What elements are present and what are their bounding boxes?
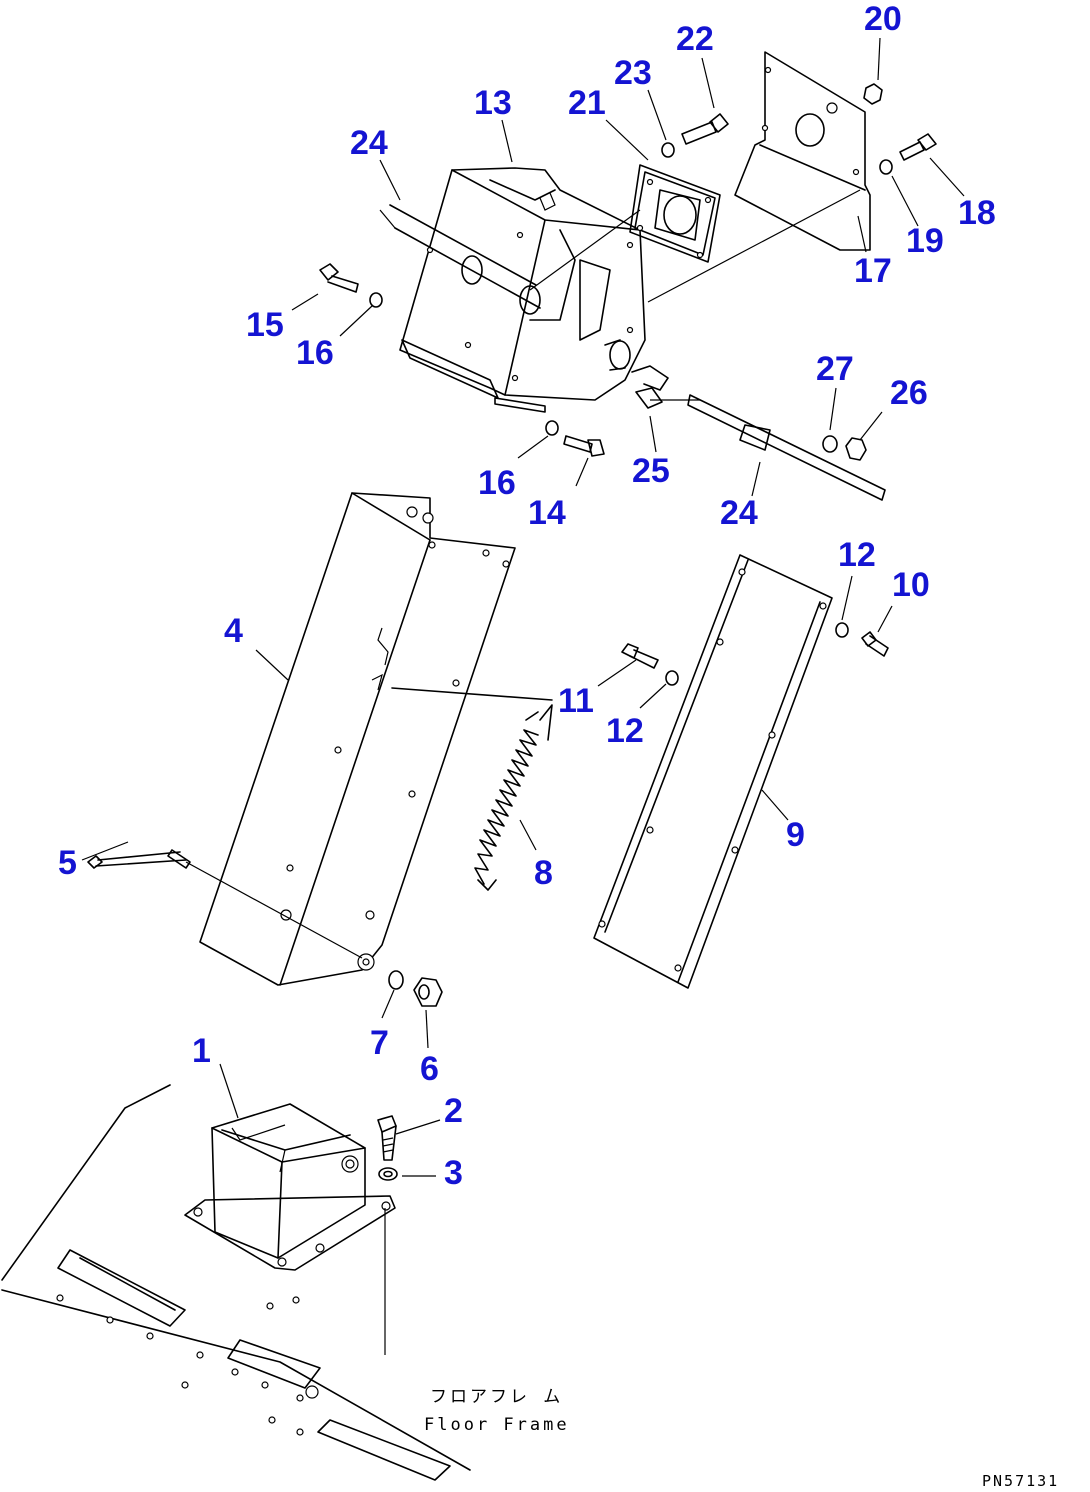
part-16-washer-b [545, 420, 559, 436]
callout-23: 23 [614, 54, 652, 92]
callout-26: 26 [890, 374, 928, 412]
part-26-nut [845, 437, 867, 461]
callout-13: 13 [474, 84, 512, 122]
part-23-washer [661, 142, 675, 158]
callout-7: 7 [370, 1024, 389, 1062]
part-24-shaft-upper [379, 204, 541, 309]
drawing-code: PN57131 [982, 1472, 1059, 1490]
callout-19: 19 [906, 222, 944, 260]
callout-1: 1 [192, 1032, 211, 1070]
callout-27: 27 [816, 350, 854, 388]
callout-24a: 24 [350, 124, 388, 162]
callout-16a: 16 [296, 334, 334, 372]
callout-8: 8 [534, 854, 553, 892]
part-1-base-bracket [184, 1103, 396, 1355]
part-19-washer [879, 159, 893, 175]
callout-11: 11 [558, 682, 594, 720]
part-11-bolt [621, 643, 659, 669]
callout-3: 3 [444, 1154, 463, 1192]
callout-20: 20 [864, 0, 902, 38]
callout-21: 21 [568, 84, 606, 122]
part-21-plate [529, 164, 721, 291]
callout-9: 9 [786, 816, 805, 854]
callouts: 1 2 3 4 5 6 7 8 9 10 11 12 12 13 14 15 1… [58, 0, 996, 1192]
part-16-washer-a [369, 292, 383, 308]
part-5-long-bolt [87, 849, 363, 959]
callout-18: 18 [958, 194, 996, 232]
part-7-washer [388, 970, 404, 990]
part-22-bolt [681, 113, 729, 145]
callout-25: 25 [632, 452, 670, 490]
callout-22: 22 [676, 20, 714, 58]
callout-14: 14 [528, 494, 566, 532]
part-20-nut [863, 83, 883, 105]
callout-4: 4 [224, 612, 243, 650]
callout-24b: 24 [720, 494, 758, 532]
callout-16b: 16 [478, 464, 516, 502]
part-12-washer-b [665, 670, 679, 686]
part-6-nut [413, 977, 443, 1007]
part-18-bolt [899, 133, 937, 161]
leader-lines [81, 37, 965, 1177]
floor-frame-label-en: Floor Frame [424, 1415, 570, 1435]
floor-frame-label-jp: フロアフレ ム [430, 1387, 563, 1407]
part-14-bolt [563, 435, 605, 457]
callout-6: 6 [420, 1050, 439, 1088]
part-17-bracket-plate [647, 51, 871, 303]
floor-frame [1, 1084, 471, 1481]
callout-12b: 12 [606, 712, 644, 750]
part-3-washer [378, 1167, 398, 1181]
part-10-bolt [861, 631, 889, 657]
part-27-washer [822, 435, 838, 453]
callout-10: 10 [892, 566, 930, 604]
part-24-shaft-lower [650, 394, 886, 501]
part-8-spring [391, 687, 553, 891]
part-2-bolt [377, 1115, 397, 1161]
callout-12a: 12 [838, 536, 876, 574]
part-13-upper-housing [399, 167, 646, 413]
part-15-bolt [319, 263, 359, 293]
part-12-washer-a [835, 622, 849, 638]
callout-5: 5 [58, 844, 77, 882]
callout-15: 15 [246, 306, 284, 344]
part-25-clevis [631, 365, 669, 409]
part-9-side-panel [593, 554, 833, 989]
callout-17: 17 [854, 252, 892, 290]
callout-2: 2 [444, 1092, 463, 1130]
part-4-column-cover [199, 492, 516, 986]
